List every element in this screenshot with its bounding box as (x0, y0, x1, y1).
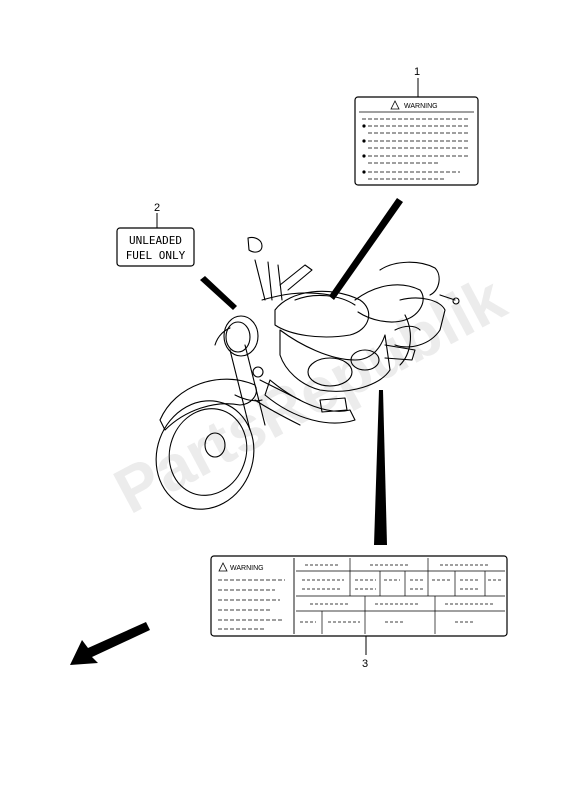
fuel-label-line-2: FUEL ONLY (126, 249, 186, 262)
callout-number-1: 1 (414, 66, 420, 78)
leader-wedge-1 (329, 198, 403, 300)
warning-title-1: WARNING (404, 103, 438, 110)
warning-label-1: 1 WARNING (354, 66, 479, 186)
warning-title-3: WARNING (230, 565, 264, 572)
warning-triangle-icon (218, 562, 228, 572)
direction-arrow-icon (70, 622, 150, 665)
warning-label-3: WARNING (210, 555, 508, 670)
callout-number-3: 3 (362, 658, 368, 670)
fuel-label-line-1: UNLEADED (129, 234, 182, 247)
motorcycle-illustration (155, 236, 460, 510)
warning-triangle-icon (390, 100, 400, 110)
leader-wedge-3 (374, 390, 387, 545)
leader-wedge-2 (200, 276, 237, 310)
callout-number-2: 2 (154, 202, 160, 214)
watermark: PartsRepublik (103, 262, 517, 528)
fuel-label-2: 2 UNLEADED FUEL ONLY (116, 202, 195, 267)
